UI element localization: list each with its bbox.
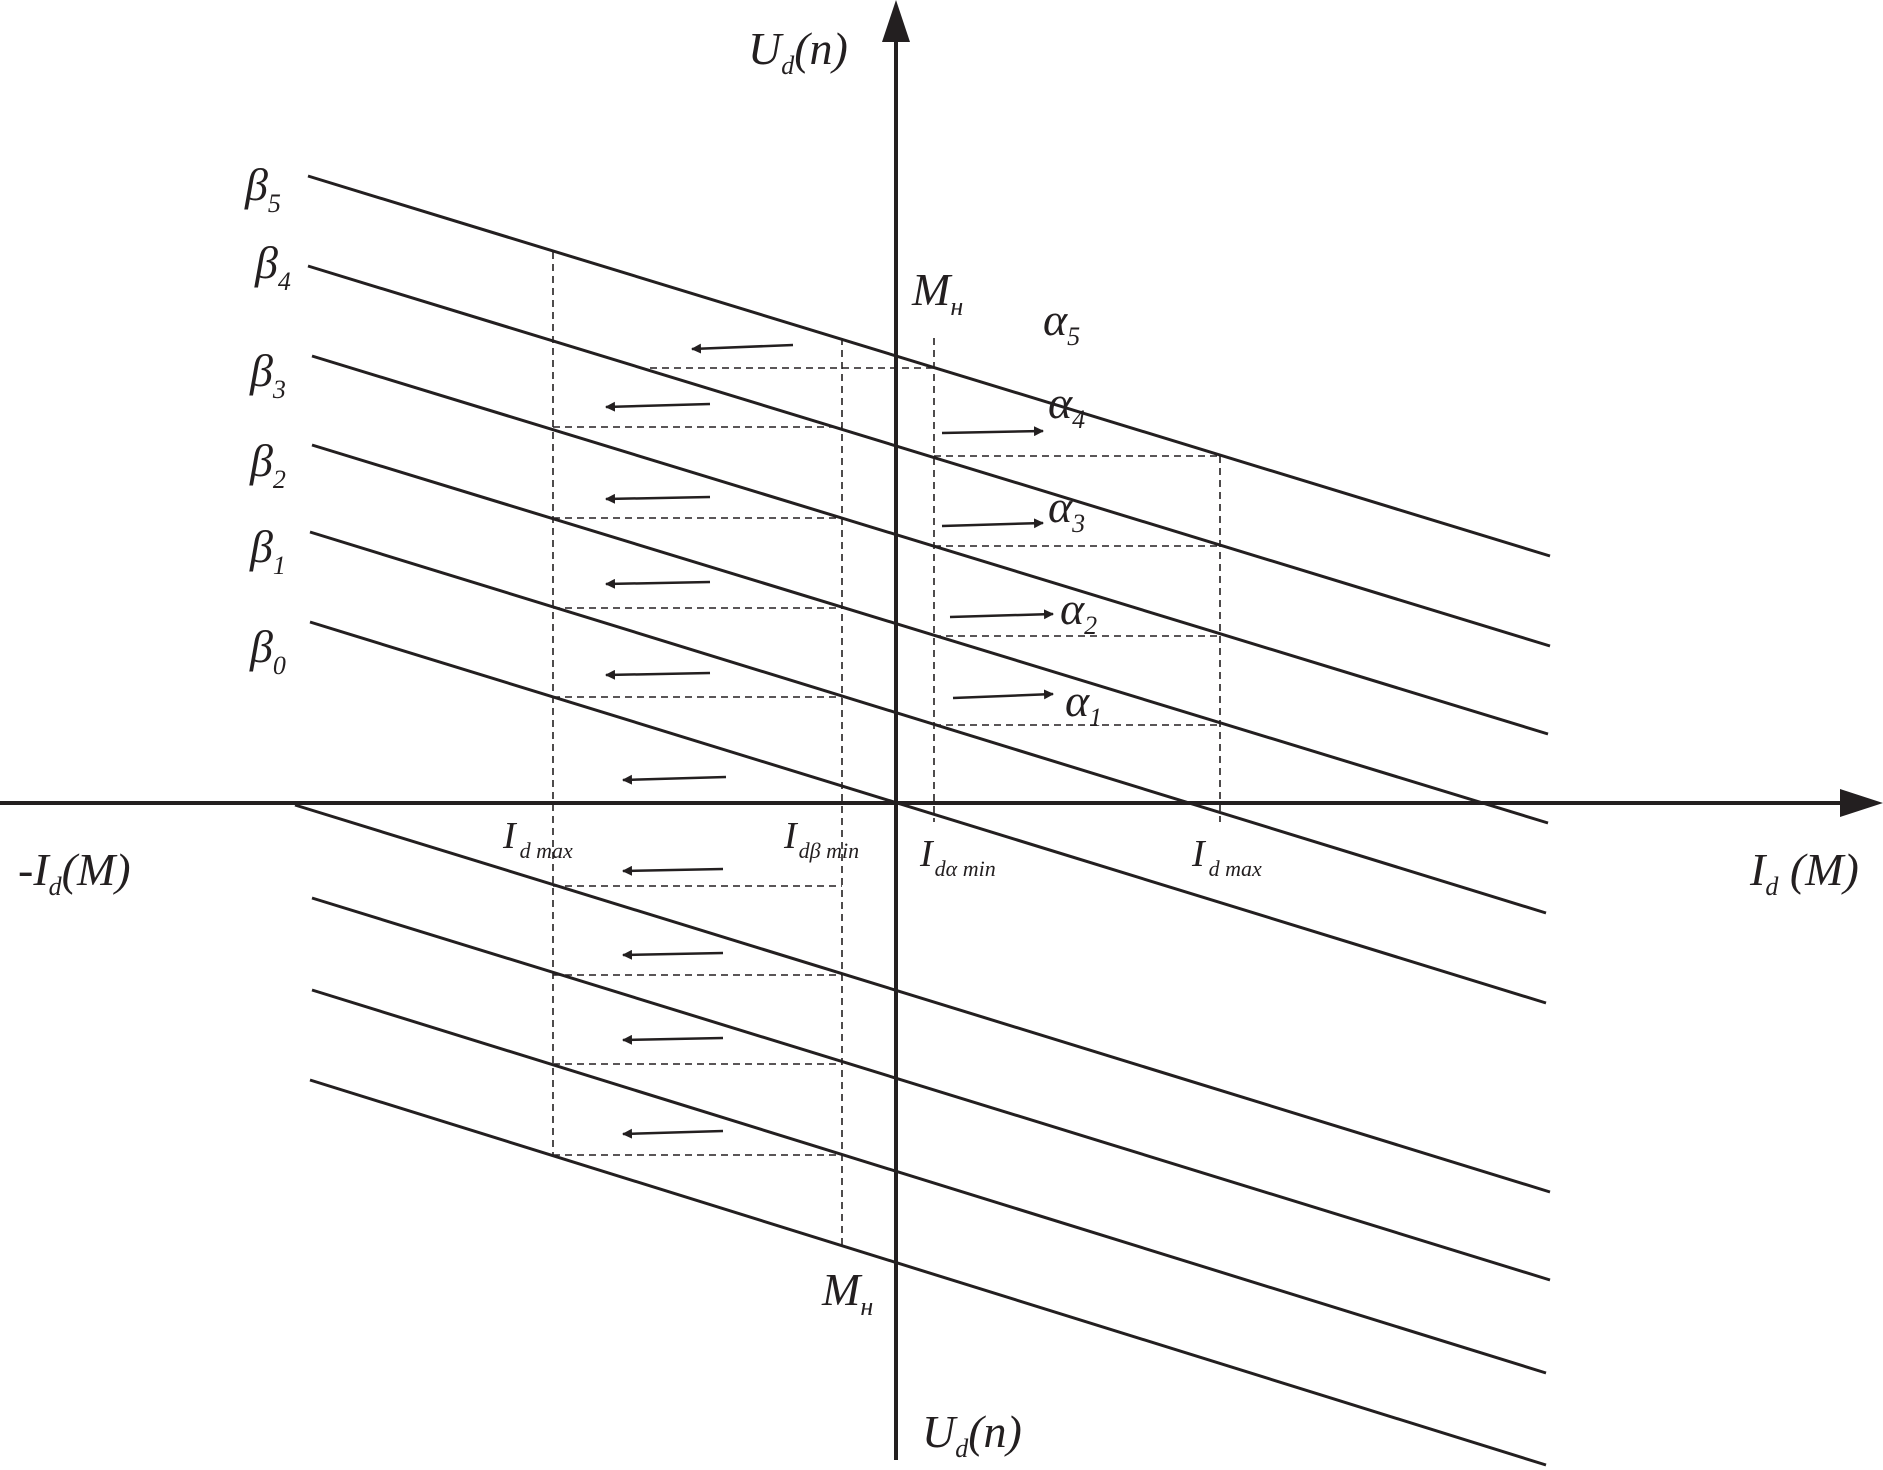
characteristic-line-beta3: [311, 354, 1549, 736]
beta-label-2: β2: [249, 435, 286, 494]
lower-characteristic-lines: [294, 803, 1551, 1467]
upper-characteristic-lines: [307, 174, 1551, 1005]
arrow-left-icon: [605, 669, 711, 680]
arrow-left-icon: [622, 865, 724, 876]
beta-label-4: β4: [254, 237, 291, 296]
alpha-label-1: α1: [1065, 675, 1102, 732]
rated-torque-label-bottom: Mн: [821, 1264, 873, 1321]
alpha-label-5: α5: [1043, 294, 1080, 351]
arrow-right-icon: [941, 426, 1044, 437]
arrow-right-icon: [952, 689, 1054, 700]
alpha-label-3: α3: [1048, 481, 1085, 538]
rated-torque-label-top: Mн: [911, 264, 963, 321]
arrow-left-icon: [691, 343, 794, 354]
direction-arrows: [605, 343, 1054, 1139]
y-axis-arrow-icon: [882, 0, 910, 42]
x-axis-label-left: -Id(M): [18, 844, 131, 901]
x-axis-label-right: Id (M): [1749, 844, 1859, 901]
dashed-construction-lines: [552, 252, 1221, 1248]
alpha-label-4: α4: [1048, 377, 1085, 434]
alpha-label-2: α2: [1060, 583, 1097, 640]
characteristic-line-beta4: [307, 264, 1551, 648]
id-beta-min-label: Idβ min: [783, 815, 859, 863]
beta-label-3: β3: [249, 345, 286, 404]
beta-label-0: β0: [249, 621, 286, 680]
arrow-left-icon: [622, 949, 724, 960]
beta-label-5: β5: [244, 159, 281, 218]
arrow-right-icon: [949, 609, 1054, 620]
characteristic-line-beta0: [309, 620, 1547, 1005]
arrow-left-icon: [622, 1034, 724, 1045]
arrow-left-icon: [605, 578, 711, 589]
axes: [0, 40, 1845, 1460]
id-alpha-min-label: Idα min: [919, 833, 996, 881]
characteristic-line-beta5: [307, 174, 1551, 558]
arrow-left-icon: [622, 1128, 724, 1139]
arrow-right-icon: [941, 518, 1044, 529]
characteristic-line-beta1: [309, 530, 1547, 915]
arrow-left-icon: [605, 401, 711, 412]
y-axis-label-bottom: Ud(n): [922, 1406, 1022, 1463]
characteristic-line-beta2: [311, 443, 1549, 825]
beta-label-1: β1: [249, 521, 286, 580]
arrow-left-icon: [605, 493, 711, 504]
arrow-left-icon: [622, 774, 727, 785]
y-axis-label-top: Ud(n): [748, 23, 848, 80]
x-axis-arrow-icon: [1840, 789, 1883, 817]
